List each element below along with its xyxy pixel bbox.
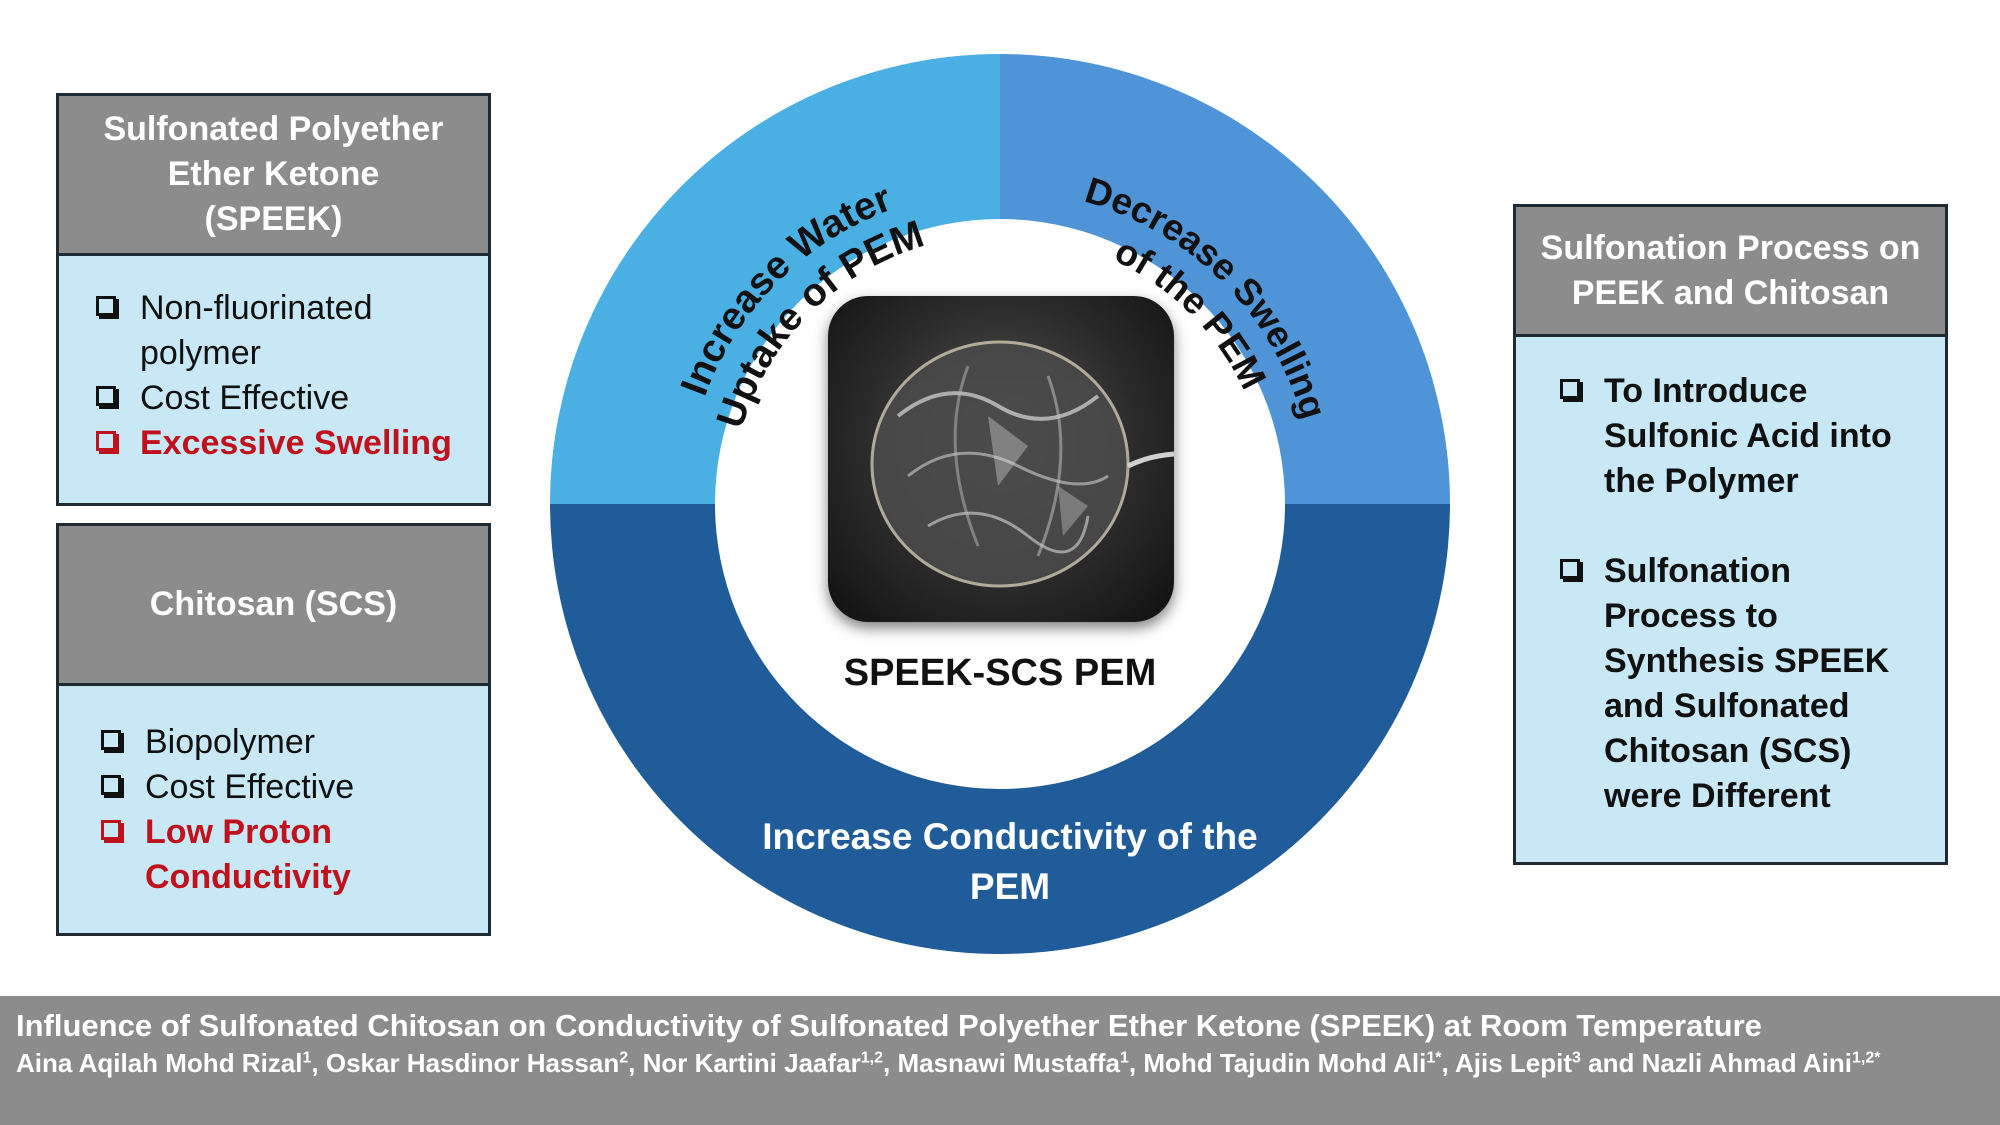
- author-name: Masnawi Mustaffa: [897, 1048, 1120, 1078]
- checkbox-icon: [96, 296, 116, 316]
- author-affiliation: 1,2*: [1852, 1049, 1881, 1067]
- speek-item-2-text: Cost Effective: [140, 379, 350, 417]
- speek-item-3: Excessive Swelling: [96, 421, 468, 466]
- author-affiliation: 1: [302, 1049, 312, 1067]
- checkbox-icon: [1560, 559, 1580, 579]
- chitosan-item-3-text: Low Proton Conductivity: [145, 813, 351, 896]
- speek-item-3-text: Excessive Swelling: [140, 424, 452, 462]
- chitosan-item-2: Cost Effective: [101, 765, 468, 810]
- speek-item-2: Cost Effective: [96, 376, 468, 421]
- author-name: Mohd Tajudin Mohd Ali: [1143, 1048, 1427, 1078]
- speek-panel: Sulfonated Polyether Ether Ketone (SPEEK…: [56, 93, 491, 506]
- author-name: Aina Aqilah Mohd Rizal: [16, 1048, 303, 1078]
- speek-panel-list: Non-fluorinated polymer Cost Effective E…: [59, 256, 488, 466]
- author-affiliation: 1,2: [860, 1049, 883, 1067]
- sulfonation-panel-list: To Introduce Sulfonic Acid into the Poly…: [1516, 337, 1945, 819]
- center-label: SPEEK-SCS PEM: [843, 652, 1157, 694]
- sulfonation-item-2: Sulfonation Process to Synthesis SPEEK a…: [1560, 549, 1925, 819]
- ring-bottom-line2: PEM: [970, 866, 1050, 907]
- author-name: Ajis Lepit: [1454, 1048, 1572, 1078]
- chitosan-item-3: Low Proton Conductivity: [101, 810, 468, 900]
- author-name: Nazli Ahmad Aini: [1641, 1048, 1852, 1078]
- sulfonation-item-1-text: To Introduce Sulfonic Acid into the Poly…: [1604, 372, 1892, 500]
- ring-segment-bottom: [550, 504, 1450, 954]
- checkbox-icon: [101, 820, 121, 840]
- sulfonation-panel-title: Sulfonation Process on PEEK and Chitosan: [1516, 207, 1945, 337]
- chitosan-item-1: Biopolymer: [101, 720, 468, 765]
- ring-segment-top-left: [550, 54, 1000, 504]
- checkbox-icon: [96, 386, 116, 406]
- footer-band: Influence of Sulfonated Chitosan on Cond…: [0, 996, 2000, 1125]
- footer-authors: Aina Aqilah Mohd Rizal1, Oskar Hasdinor …: [16, 1048, 1881, 1078]
- author-name: Nor Kartini Jaafar: [642, 1048, 861, 1078]
- chitosan-item-1-text: Biopolymer: [145, 723, 316, 761]
- footer-title: Influence of Sulfonated Chitosan on Cond…: [16, 1008, 1762, 1043]
- chitosan-panel: Chitosan (SCS) Biopolymer Cost Effective…: [56, 523, 491, 936]
- speek-item-1-text: Non-fluorinated polymer: [140, 289, 373, 372]
- checkbox-icon: [101, 775, 121, 795]
- chitosan-panel-title: Chitosan (SCS): [59, 526, 488, 686]
- author-name: Oskar Hasdinor Hassan: [325, 1048, 620, 1078]
- ring-bottom-line1: Increase Conductivity of the: [762, 816, 1258, 857]
- checkbox-icon: [101, 730, 121, 750]
- membrane-photo: [828, 296, 1174, 622]
- sulfonation-panel: Sulfonation Process on PEEK and Chitosan…: [1513, 204, 1948, 865]
- checkbox-icon: [1560, 379, 1580, 399]
- author-affiliation: 1: [1119, 1049, 1129, 1067]
- sulfonation-item-1: To Introduce Sulfonic Acid into the Poly…: [1560, 369, 1925, 504]
- chitosan-panel-list: Biopolymer Cost Effective Low Proton Con…: [59, 686, 488, 900]
- author-affiliation: 2: [619, 1049, 629, 1067]
- author-affiliation: 3: [1571, 1049, 1581, 1067]
- chitosan-item-2-text: Cost Effective: [145, 768, 355, 806]
- speek-panel-title: Sulfonated Polyether Ether Ketone (SPEEK…: [59, 96, 488, 256]
- author-affiliation: 1*: [1426, 1049, 1442, 1067]
- speek-item-1: Non-fluorinated polymer: [96, 286, 468, 376]
- sulfonation-item-2-text: Sulfonation Process to Synthesis SPEEK a…: [1604, 552, 1890, 815]
- checkbox-icon: [96, 431, 116, 451]
- ring-segment-top-right: [1000, 54, 1450, 504]
